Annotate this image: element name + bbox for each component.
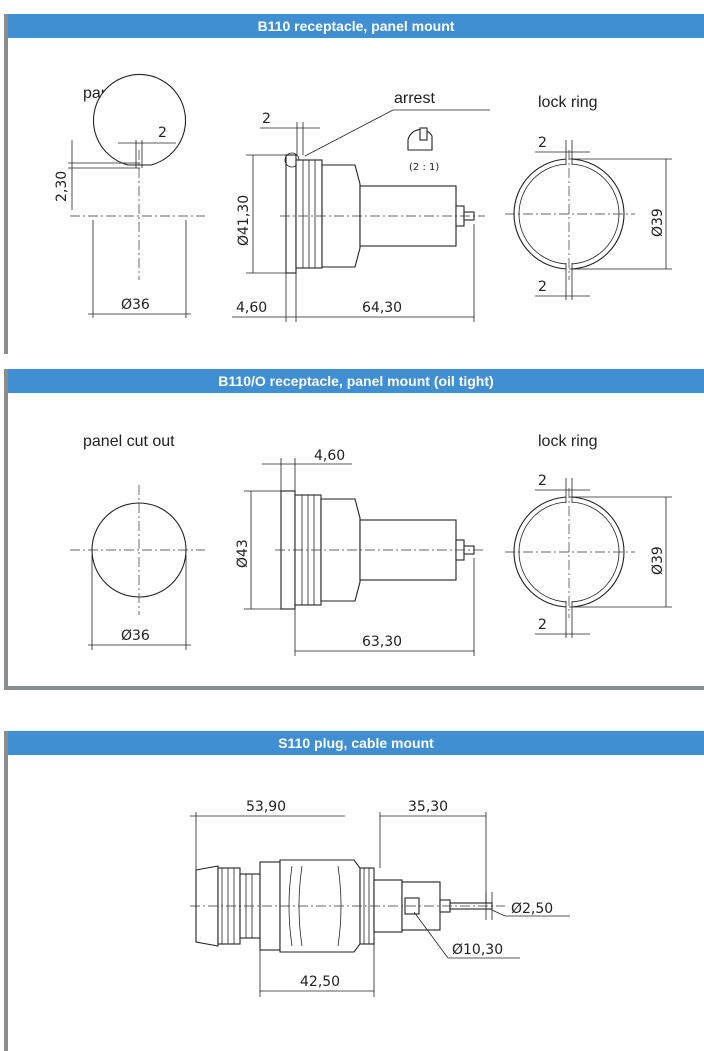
plug-right-length-dim: 35,30 xyxy=(408,799,448,815)
s110-title: S110 plug, cable mount xyxy=(8,731,704,755)
ring-top-gap-dim: 2 xyxy=(538,135,547,151)
b110-title: B110 receptacle, panel mount xyxy=(8,14,704,38)
length-dim-2: 63,30 xyxy=(362,634,402,650)
b110o-receptacle-side: 4,60 Ø43 63,30 xyxy=(235,448,485,656)
flange-dim: 4,60 xyxy=(236,300,267,316)
arrest-gap-dim: 2 xyxy=(262,111,271,127)
b110-panel-cutout: panel cut out 2 2,30 Ø36 xyxy=(54,73,205,318)
ring-bottom-gap-dim-2: 2 xyxy=(538,617,547,633)
s110-plug-side: 53,90 35,30 Ø2,50 42,50 Ø10,30 xyxy=(190,799,570,997)
b110o-title: B110/O receptacle, panel mount (oil tigh… xyxy=(8,369,704,393)
pin-dia-dim: Ø2,50 xyxy=(511,901,553,917)
b110o-lock-ring: lock ring 2 2 Ø39 xyxy=(505,433,672,638)
body-dia-dim-2: Ø43 xyxy=(235,539,251,568)
cutout-height-dim: 2,30 xyxy=(54,171,70,202)
cutout-dia-dim: Ø36 xyxy=(121,297,150,313)
s110-section: S110 plug, cable mount xyxy=(4,731,704,1051)
arrest-label: arrest xyxy=(394,90,435,107)
cutout-dia-dim-2: Ø36 xyxy=(121,628,150,644)
arrest-scale-label: (2 : 1) xyxy=(409,162,439,173)
b110-receptacle-side: arrest (2 : 1) 2 Ø41,30 xyxy=(232,90,490,322)
ring-dia-dim-2: Ø39 xyxy=(650,546,666,575)
lock-ring-label-2: lock ring xyxy=(538,433,598,450)
cutout-width-dim: 2 xyxy=(158,125,167,141)
lock-ring-label: lock ring xyxy=(538,94,598,111)
b110-lock-ring: lock ring 2 2 Ø39 xyxy=(505,94,672,300)
flange-dim-2: 4,60 xyxy=(314,448,345,464)
b110-section: B110 receptacle, panel mount xyxy=(4,14,704,354)
b110o-panel-cutout: panel cut out Ø36 xyxy=(70,433,205,650)
length-dim: 64,30 xyxy=(362,300,402,316)
b110o-section: B110/O receptacle, panel mount (oil tigh… xyxy=(4,369,704,690)
plug-mid-length-dim: 42,50 xyxy=(300,974,340,990)
ring-top-gap-dim-2: 2 xyxy=(538,473,547,489)
plug-left-length-dim: 53,90 xyxy=(246,799,286,815)
ring-dia-dim: Ø39 xyxy=(650,208,666,237)
body-dia-dim: Ø41,30 xyxy=(236,195,252,246)
panel-cutout-label-2: panel cut out xyxy=(83,433,175,450)
ring-bottom-gap-dim: 2 xyxy=(538,279,547,295)
contact-dia-dim: Ø10,30 xyxy=(452,942,503,958)
